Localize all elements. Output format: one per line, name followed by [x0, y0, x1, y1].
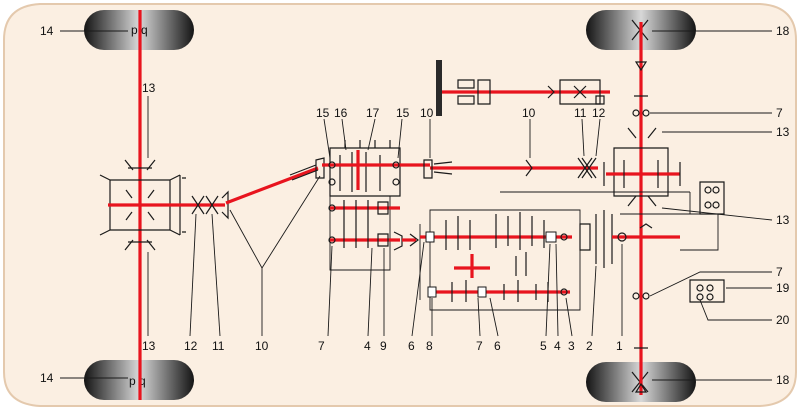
callout-16: 16 [334, 106, 348, 120]
callout-7-bottom-b: 7 [476, 339, 483, 353]
callout-10-top-a: 10 [420, 106, 434, 120]
callout-11-bottom: 11 [212, 339, 225, 353]
callout-12-top: 12 [592, 106, 606, 120]
callout-7-bottom-a: 7 [318, 339, 325, 353]
callout-4-bottom-a: 4 [364, 339, 371, 353]
callout-13-right-top: 13 [776, 125, 790, 139]
left-axle [99, 10, 186, 400]
callout-14-top: 14 [40, 24, 54, 38]
callout-18-top: 18 [776, 24, 790, 38]
callout-5-bottom: 5 [540, 339, 547, 353]
callout-6-bottom-a: 6 [408, 339, 415, 353]
callout-11-top: 11 [574, 106, 587, 120]
leaders-left [60, 30, 321, 379]
callout-7-right-low: 7 [776, 265, 783, 279]
callout-8-bottom: 8 [426, 339, 433, 353]
clutch-input [579, 210, 719, 337]
callout-20: 20 [776, 313, 790, 327]
callout-3-bottom: 3 [568, 339, 575, 353]
callout-13-left-bottom: 13 [142, 339, 156, 353]
left-joints [172, 190, 229, 220]
callout-19: 19 [776, 281, 790, 295]
front-propshaft [225, 157, 325, 205]
gearbox-left [327, 196, 419, 337]
callout-labels: 14 14 18 18 13 13 13 13 15 16 17 15 10 1… [40, 24, 790, 387]
rear-propshaft [423, 118, 601, 179]
callout-12-bottom: 12 [184, 339, 198, 353]
callout-15-b: 15 [396, 106, 410, 120]
transfer-box [322, 118, 430, 197]
callout-10-bottom: 10 [255, 339, 269, 353]
callout-10-top-b: 10 [522, 106, 536, 120]
callout-13-left-top: 13 [142, 81, 156, 95]
pto-shaft [436, 60, 610, 116]
gearbox-main [411, 191, 691, 337]
callout-14-bottom: 14 [40, 371, 54, 385]
callout-2-bottom: 2 [586, 339, 593, 353]
callout-17: 17 [366, 106, 380, 120]
callout-7-right: 7 [776, 106, 783, 120]
callout-4-bottom-b: 4 [554, 339, 561, 353]
callout-18-bottom: 18 [776, 373, 790, 387]
callout-13-right-mid: 13 [776, 213, 790, 227]
svg-text:p q: p q [129, 374, 146, 388]
callout-9-bottom: 9 [380, 339, 387, 353]
legend-boxes [689, 181, 772, 321]
callout-15-a: 15 [316, 106, 330, 120]
callout-1-bottom: 1 [616, 339, 623, 353]
callout-6-bottom-b: 6 [494, 339, 501, 353]
